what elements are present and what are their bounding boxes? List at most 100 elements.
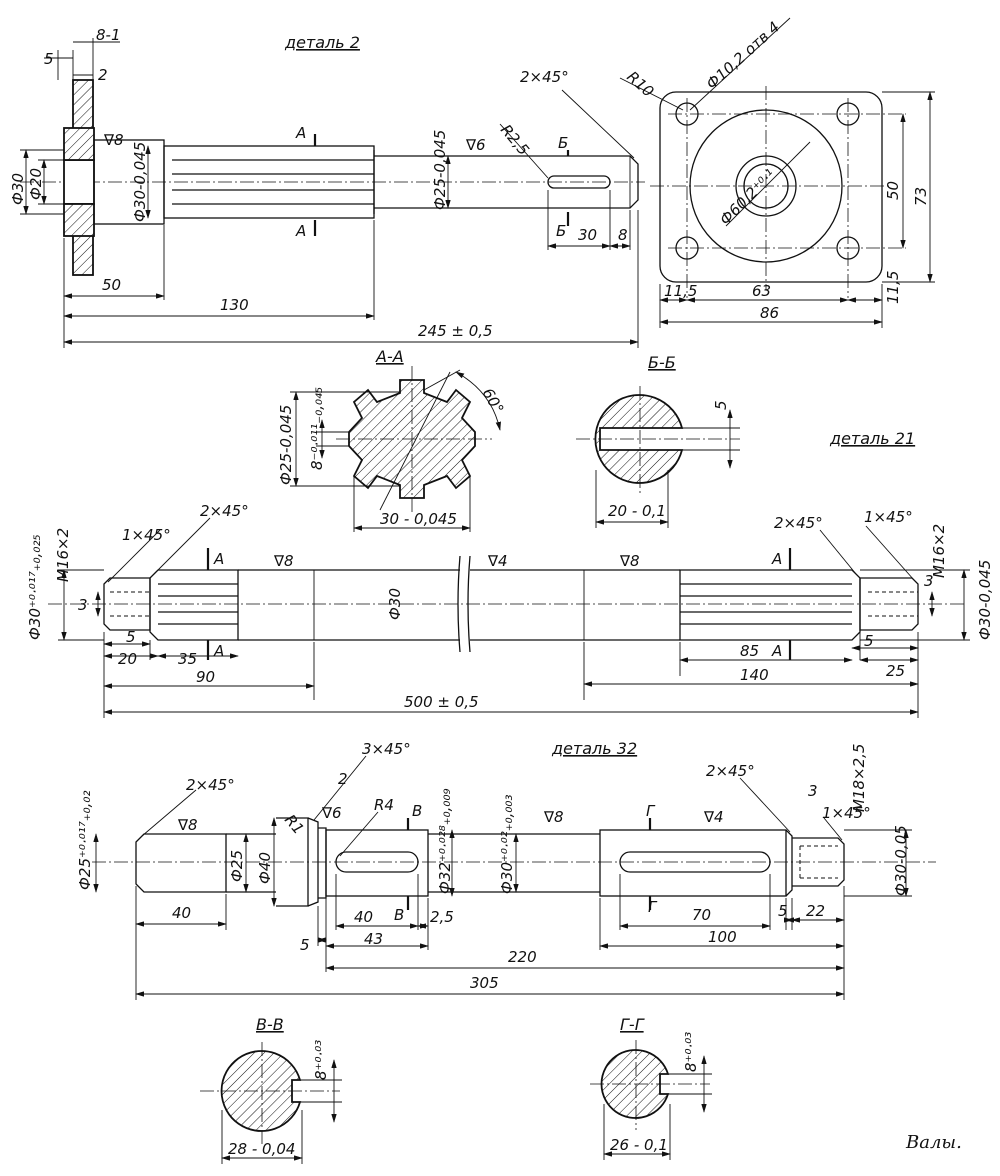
secaa-dim-angle: 60° [479, 385, 508, 417]
flange-dim-r10: R10 [623, 68, 657, 101]
p32-dim-22: 22 [806, 902, 825, 920]
section-vv-shape [220, 1050, 302, 1132]
p21-dim-35: 35 [178, 650, 197, 668]
p21-surf-8b: ∇8 [619, 552, 640, 570]
p2-dim-5: 5 [44, 50, 54, 68]
p32-body-left [325, 829, 429, 897]
p21-dim-5-left: 5 [126, 628, 136, 646]
p32-dim-2-5: 2,5 [430, 908, 454, 926]
part-21-view: деталь 21 А А [26, 429, 994, 718]
p32-dim-3: 3 [808, 782, 818, 800]
p21-sec-a-1: А [213, 550, 224, 568]
flange-dim-holes: Ф10,2 отв 4 [703, 18, 784, 93]
p32-dim-d32: Ф32⁺⁰·⁰²⁸₊₀,₀₀₉ [436, 789, 454, 894]
flange-dim-11-5b: 11,5 [884, 271, 902, 304]
p21-sec-a-3: А [771, 550, 782, 568]
p32-dim-5a: 5 [300, 936, 310, 954]
p2-dim-50: 50 [102, 276, 121, 294]
p2-dim-8: 8 [618, 226, 628, 244]
secaa-dim-d25: Ф25-0,045 [277, 405, 295, 485]
p21-ch-2x45-right: 2×45° [774, 514, 823, 532]
p32-sec-v-bottom: В [394, 906, 404, 924]
section-vv: В-В 8⁺⁰·⁰³ 28 - 0,04 [200, 1015, 342, 1164]
p21-sec-a-2: А [213, 642, 224, 660]
secaa-dim-w8: 8⁻⁰·⁰¹¹₋₀,₀₄₅ [308, 387, 326, 470]
p32-surf-8a: ∇8 [177, 816, 198, 834]
section-gg-title: Г-Г [620, 1015, 645, 1034]
flange-plate [659, 91, 883, 283]
secbb-dim-20: 20 - 0,1 [608, 502, 666, 520]
p32-dim-r1: R1 [281, 811, 308, 838]
p21-ch-2x45-left: 2×45° [200, 502, 249, 520]
p32-dim-220: 220 [508, 948, 537, 966]
p2-sec-b-bottom: Б [556, 222, 566, 240]
p21-dim-20: 20 [118, 650, 137, 668]
p32-keyway-2 [619, 851, 771, 873]
flange-dim-86: 86 [760, 304, 779, 322]
secbb-dim-5: 5 [712, 400, 730, 410]
section-vv-title: В-В [256, 1015, 284, 1034]
flange-view: R10 Ф10,2 отв 4 Ф60,2⁺⁰·¹ 50 73 11,5 63 … [619, 17, 935, 328]
flange-dim-d60: Ф60,2⁺⁰·¹ [716, 166, 779, 229]
p21-dim-5-right: 5 [864, 632, 874, 650]
drawing-caption: Валы. [905, 1132, 962, 1153]
p2-chamfer: 2×45° [520, 68, 569, 86]
p32-dim-70: 70 [692, 906, 711, 924]
p32-dim-d30-right: Ф30-0,05 [892, 825, 910, 896]
p2-dim-8-1: 8-1 [96, 26, 121, 44]
part-32-title: деталь 32 [551, 739, 637, 758]
p32-surf-6: ∇6 [321, 804, 342, 822]
section-aa: А-А Ф25-0,045 8⁻⁰·⁰¹¹₋₀,₀₄₅ 30 - 0,045 6… [277, 347, 507, 532]
p21-dim-90: 90 [196, 668, 215, 686]
p32-ch-2x45-right: 2×45° [706, 762, 755, 780]
p2-surf-6: ∇6 [465, 136, 486, 154]
p21-ch-1x45-right: 1×45° [864, 508, 913, 526]
p21-dim-d30-left: Ф30⁺⁰·⁰¹⁷₊₀,₀₂₅ [26, 535, 44, 640]
p32-dim-305: 305 [470, 974, 499, 992]
p32-sec-v-top: В [412, 802, 422, 820]
p32-dim-d25: Ф25 [228, 850, 246, 882]
p21-surf-8a: ∇8 [273, 552, 294, 570]
p32-thread-end [792, 837, 845, 887]
flange-dim-73: 73 [912, 187, 930, 206]
flange-dim-63: 63 [752, 282, 771, 300]
p32-dim-d25-tol: Ф25⁺⁰·⁰¹⁷₊₀,₀₂ [76, 791, 94, 890]
p32-dim-5b: 5 [778, 902, 788, 920]
p32-dim-r4: R4 [374, 796, 394, 814]
secvv-dim-8: 8⁺⁰·⁰³ [312, 1040, 330, 1080]
p32-ch-1x45: 1×45° [822, 804, 871, 822]
p21-dim-d30-right: Ф30-0,045 [976, 560, 994, 640]
secgg-dim-8: 8⁺⁰·⁰³ [682, 1032, 700, 1072]
p2-surf-8: ∇8 [103, 131, 124, 149]
p32-dim-d40: Ф40 [256, 852, 274, 884]
p32-surf-4: ∇4 [703, 808, 724, 826]
p32-dim-43: 43 [364, 930, 383, 948]
part-2-title: деталь 2 [284, 33, 360, 52]
p32-collar [276, 817, 309, 907]
p21-dim-25: 25 [886, 662, 905, 680]
p2-shaft-end [374, 155, 639, 209]
p2-sec-a-bottom: А [295, 222, 306, 240]
p2-dim-d20: Ф20 [27, 168, 45, 200]
secaa-dim-d30: 30 - 0,045 [380, 510, 457, 528]
p32-ch-2x45-left: 2×45° [186, 776, 235, 794]
p21-spline-right [679, 569, 861, 641]
p21-dim-3-right: 3 [924, 572, 934, 590]
section-aa-title: А-А [375, 347, 404, 366]
p32-journal-left [135, 833, 227, 893]
p2-dim-245: 245 ± 0,5 [418, 322, 493, 340]
p21-thread-m16-right: М16×2 [930, 524, 948, 578]
p32-surf-8b: ∇8 [543, 808, 564, 826]
p32-thread-m18: М18×2,5 [850, 744, 868, 812]
p21-dim-500: 500 ± 0,5 [404, 693, 479, 711]
section-bb-title: Б-Б [648, 353, 676, 372]
p2-dim-d30-tol: Ф30-0,045 [131, 142, 149, 222]
part-2-view: деталь 2 А А Б Б [9, 26, 645, 348]
p2-key-slot [547, 175, 611, 189]
part-32-view: деталь 32 В В Г Г 2×45° 3× [76, 739, 936, 1000]
p2-dim-d25-tol: Ф25-0,045 [431, 130, 449, 210]
p2-dim-2: 2 [98, 66, 108, 84]
p2-sec-a-top: А [295, 124, 306, 142]
section-bb-shape [594, 394, 684, 484]
p32-sec-g-top: Г [646, 802, 656, 820]
